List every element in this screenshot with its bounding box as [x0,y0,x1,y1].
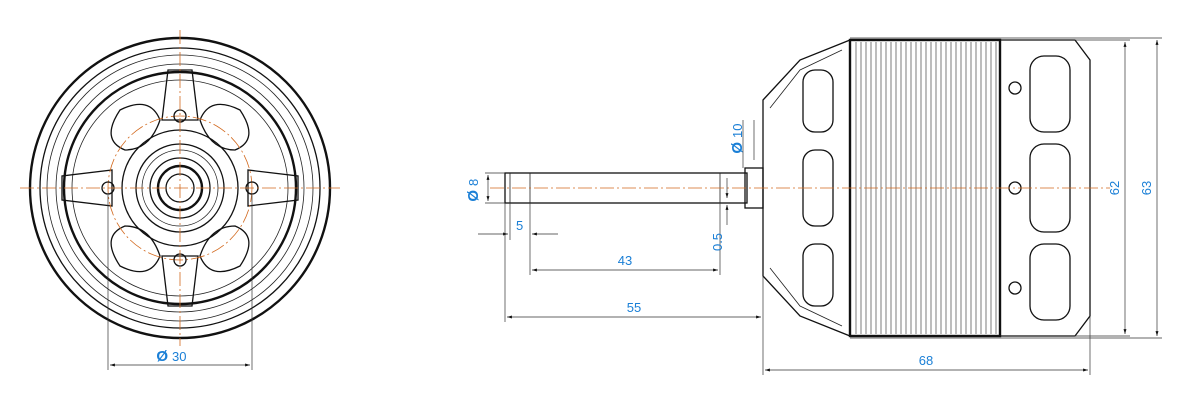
dim-symbol-collar-diameter: Ø [729,142,746,154]
dim-text-shaft-diameter: 8 [466,179,481,186]
dim-text-overall-diameter: 63 [1139,181,1154,195]
side-screw [1008,81,1022,95]
front-cross-spokes [61,69,299,307]
side-screw [1008,281,1022,295]
dim-symbol-bolt-circle: Ø [156,348,168,365]
dim-text-usable-length: 43 [618,253,632,268]
dim-text-bolt-circle: 30 [172,349,186,364]
dim-text-flat-depth: 0.5 [710,233,725,251]
dim-text-collar-diameter: 10 [730,124,745,138]
front-vent-windows [110,103,250,273]
dim-text-total-shaft-length: 55 [627,300,641,315]
dim-text-body-length: 68 [919,353,933,368]
side-view: Ø 8 Ø 10 5 0.5 43 55 [465,37,1162,375]
dim-text-can-diameter: 62 [1107,181,1122,195]
side-shaft [504,172,748,204]
dim-symbol-shaft-diameter: Ø [465,190,482,202]
front-view: Ø 30 [20,30,340,370]
dim-text-shaft-flat-length: 5 [516,218,523,233]
